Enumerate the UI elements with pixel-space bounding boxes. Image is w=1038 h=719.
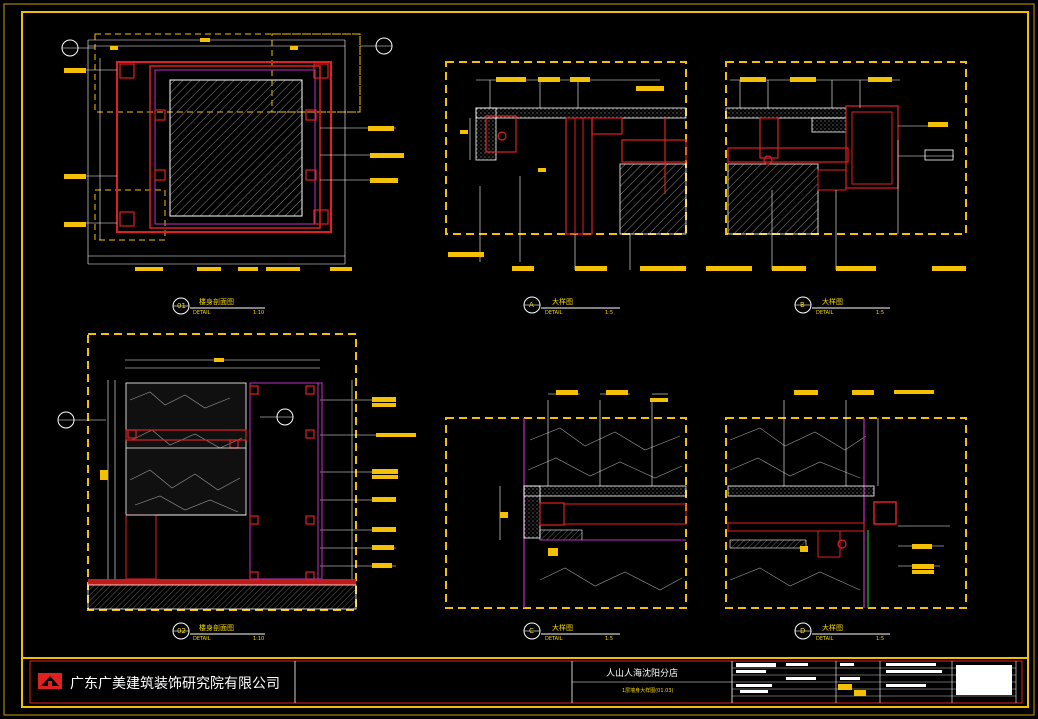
detail-a-drawing [445,61,687,271]
detail-b-detail: DETAIL [816,310,834,316]
company-name: 广东广美建筑装饰研究院有限公司 [70,676,280,692]
company-logo-icon [38,673,62,689]
detail-b-id: B [800,301,805,309]
detail-d-detail: DETAIL [816,636,834,642]
detail-01-drawing [61,33,404,271]
detail-01-caption [172,297,265,315]
detail-a-scale: 1:5 [605,310,614,316]
detail-c-id: C [529,627,534,635]
outer-frame [3,3,1035,716]
detail-b-scale: 1:5 [876,310,885,316]
detail-c-scale: 1:5 [605,636,614,642]
detail-02-scale: 1:10 [253,636,265,642]
detail-b-caption [794,296,890,314]
detail-a-caption [523,296,620,314]
detail-01-title: 楼身剖面图 [199,298,234,306]
detail-a-detail: DETAIL [545,310,563,316]
detail-02-drawing [57,333,416,611]
sheet-subtitle: 1层墙身大样图(01.03) [622,688,674,694]
detail-01-scale: 1:10 [253,310,265,316]
detail-d-drawing [725,390,967,609]
detail-a-title: 大样图 [552,298,573,306]
detail-a-id: A [529,301,534,309]
detail-c-caption [523,622,620,640]
project-name: 人山人海沈阳分店 [606,669,679,679]
detail-c-detail: DETAIL [545,636,563,642]
detail-02-caption [172,622,265,640]
detail-c-drawing [445,390,687,609]
detail-02-title: 楼身剖面图 [199,624,234,632]
detail-b-title: 大样图 [822,298,843,306]
detail-01-id: 01 [177,302,186,310]
inner-frame [21,11,1029,708]
detail-d-title: 大样图 [822,624,843,632]
detail-b-drawing [706,61,967,271]
detail-02-detail: DETAIL [193,636,211,642]
detail-02-id: 02 [177,627,186,635]
detail-d-id: D [800,627,806,635]
detail-d-caption [794,622,890,640]
detail-d-scale: 1:5 [876,636,885,642]
title-block [22,657,1028,704]
detail-c-title: 大样图 [552,624,573,632]
detail-01-detail: DETAIL [193,310,211,316]
